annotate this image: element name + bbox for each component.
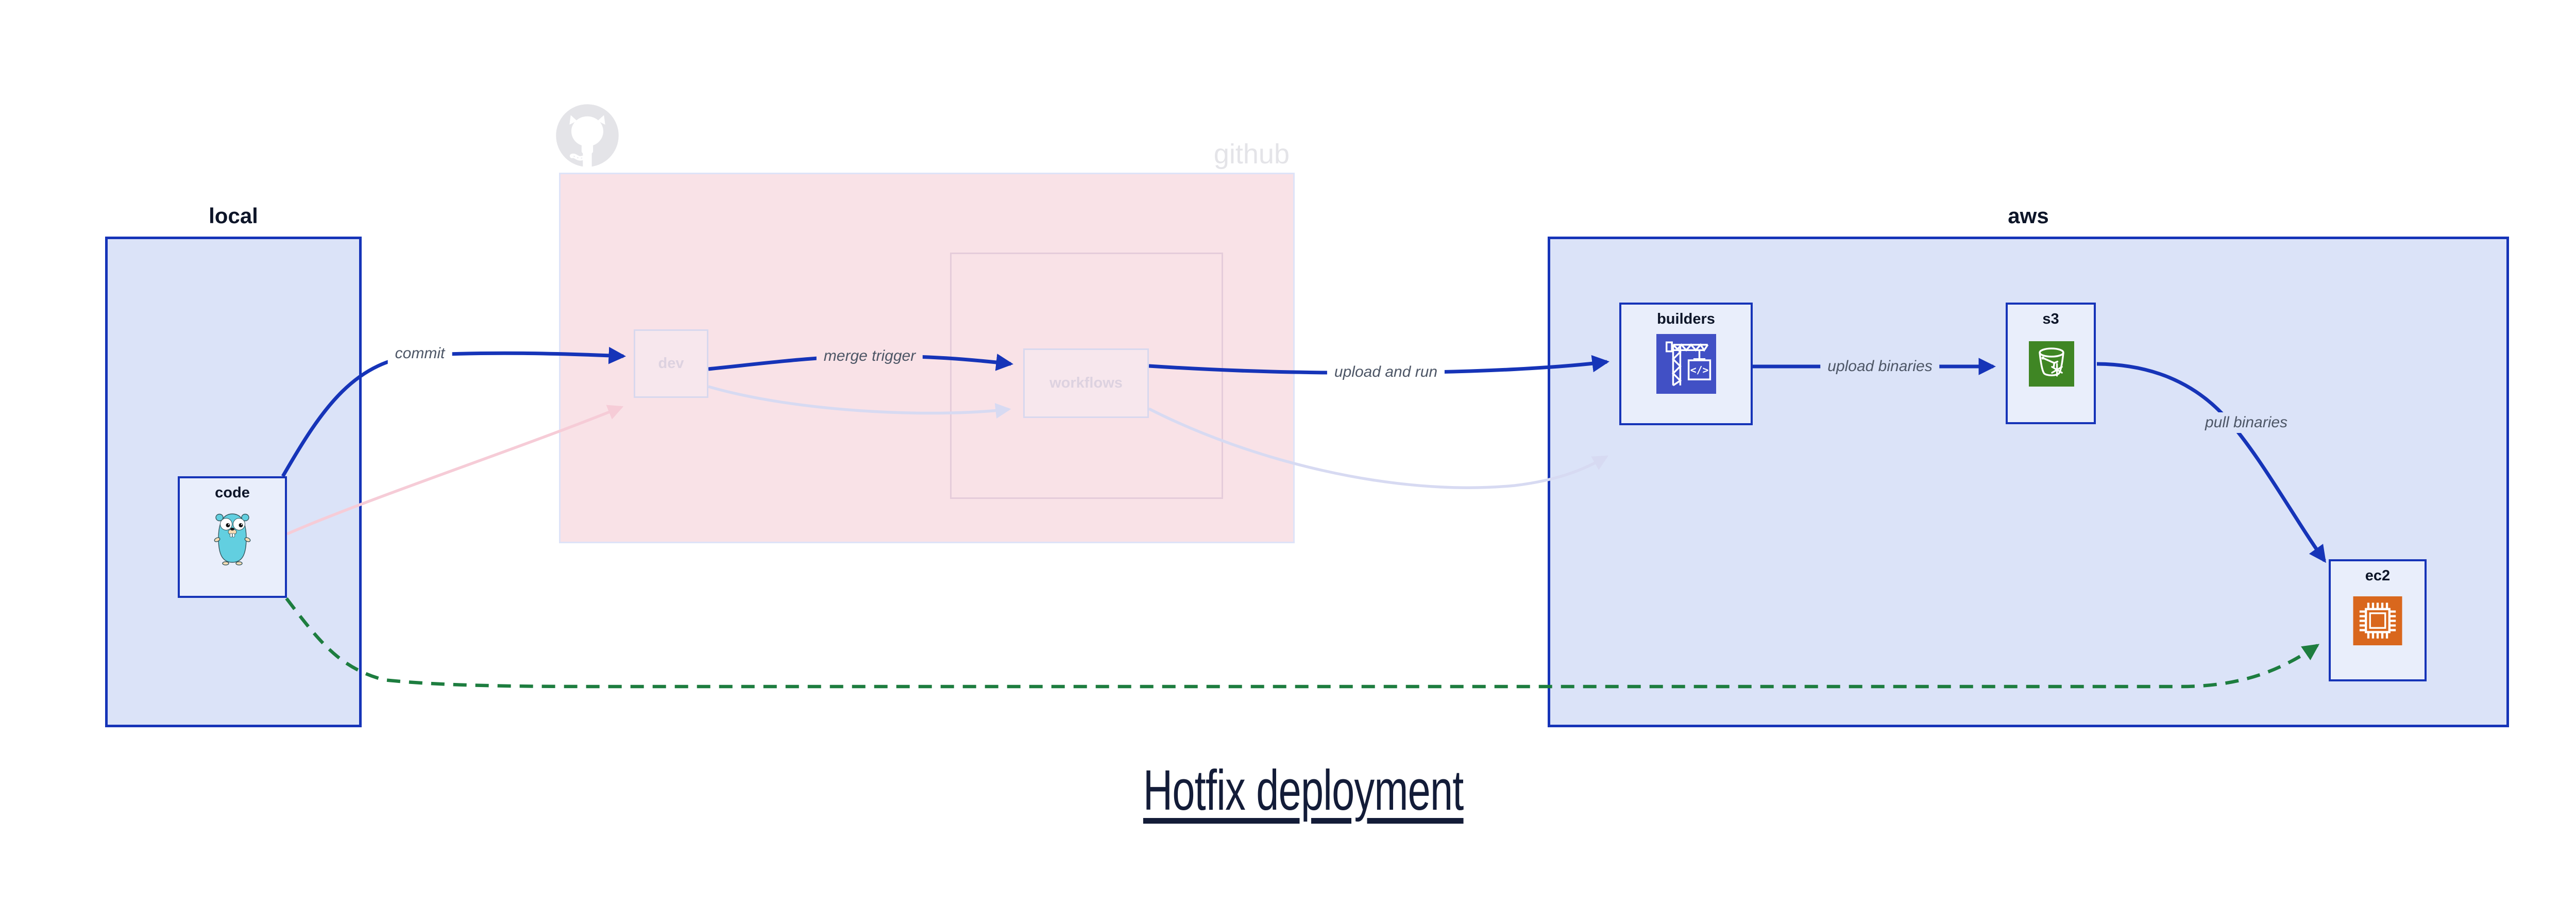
commit-edge-label: commit — [387, 343, 452, 364]
local-label: local — [209, 204, 258, 228]
github-label: github — [1213, 139, 1290, 170]
upload-and-run-edge-label: upload and run — [1327, 362, 1445, 382]
edge-hotfix-dashed — [285, 597, 2320, 689]
diagram-title: Hotfix deployment — [1081, 757, 1524, 825]
merge-trigger-edge-label: merge trigger — [816, 346, 923, 366]
ec2-chip-icon — [2353, 596, 2402, 645]
codebuild-crane-icon: </> — [1656, 334, 1716, 394]
dev-label: dev — [658, 355, 684, 372]
s3-label: s3 — [2042, 311, 2059, 327]
s3-glacier-bucket-icon — [2029, 341, 2074, 387]
workflows-node: workflows — [1023, 348, 1149, 418]
diagram-title-text: Hotfix deployment — [1143, 759, 1464, 822]
github-octocat-icon — [556, 104, 619, 168]
pull-binaries-edge-label: pull binaries — [2197, 412, 2295, 433]
svg-text:</>: </> — [1690, 364, 1709, 376]
edge-code-dev-faint — [286, 405, 624, 536]
edge-commit — [281, 346, 626, 477]
workflows-label: workflows — [1049, 375, 1123, 391]
go-gopher-icon — [214, 513, 251, 565]
upload-binaries-edge-label: upload binaries — [1820, 356, 1940, 377]
edge-pull-binaries — [2096, 362, 2326, 563]
builders-label: builders — [1657, 311, 1715, 327]
code-label: code — [215, 485, 250, 501]
edge-workflows-builders-faint — [1148, 407, 1608, 489]
aws-label: aws — [2008, 204, 2049, 228]
master-container — [950, 253, 1223, 499]
ec2-label: ec2 — [2365, 567, 2391, 584]
dev-node: dev — [634, 329, 708, 398]
edge-dev-workflows-faint — [708, 385, 1011, 419]
